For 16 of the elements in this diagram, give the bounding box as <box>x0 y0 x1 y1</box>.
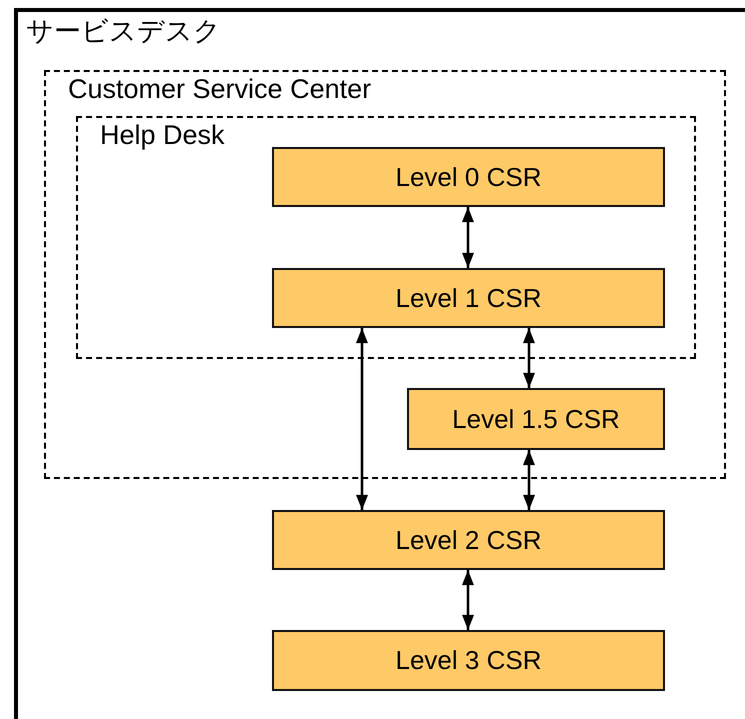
process-box: Level 1.5 CSR <box>407 388 665 450</box>
service-desk-frame <box>14 8 745 719</box>
double-arrow <box>462 570 474 630</box>
frame-heading: サービスデスク <box>26 16 221 46</box>
group-heading: Customer Service Center <box>68 74 372 104</box>
process-box: Level 2 CSR <box>272 510 665 570</box>
double-arrow <box>462 206 474 268</box>
dashed-group-box <box>76 116 696 359</box>
process-box: Level 0 CSR <box>272 147 665 207</box>
double-arrow <box>356 328 368 510</box>
double-arrow <box>522 328 536 388</box>
group-heading: Help Desk <box>100 120 225 150</box>
process-box: Level 1 CSR <box>272 268 665 328</box>
double-arrow <box>522 450 536 510</box>
dashed-group-box <box>44 70 726 479</box>
process-box: Level 3 CSR <box>272 630 665 691</box>
